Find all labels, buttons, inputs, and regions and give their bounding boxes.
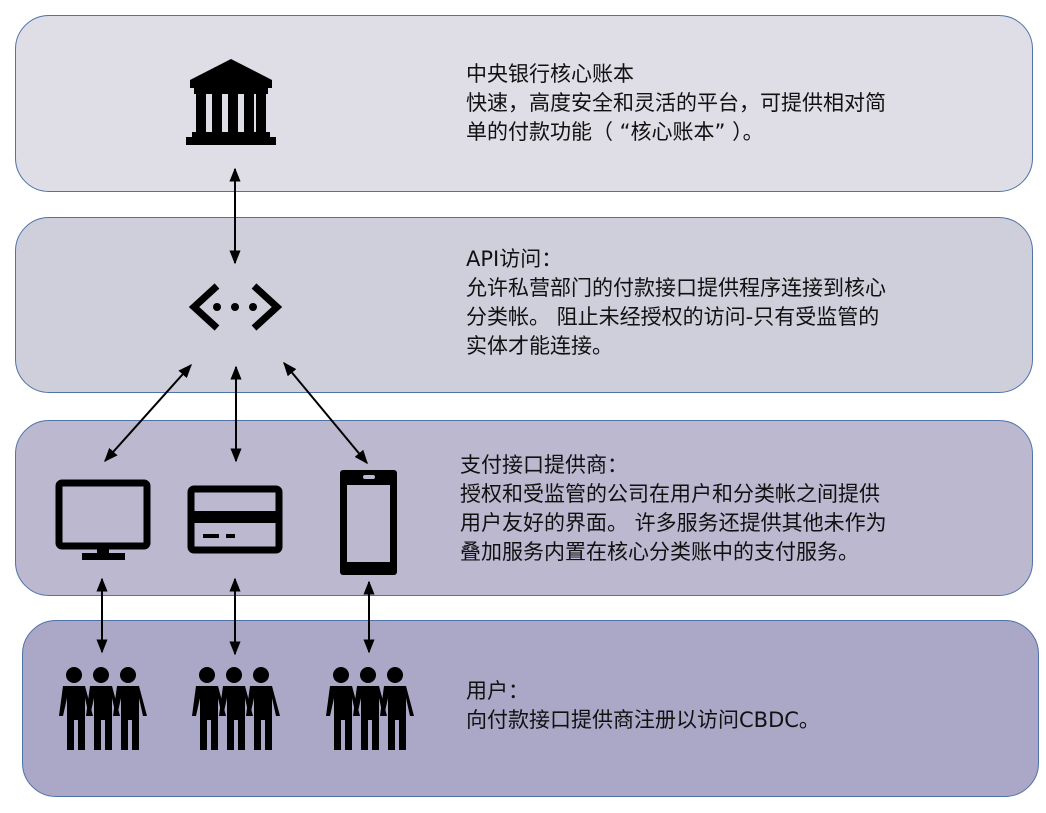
bank-icon [186,59,276,145]
layer-text-line: 授权和受监管的公司在用户和分类帐之间提供 [460,482,880,506]
layer-text-line: 单的付款功能（ “核心账本” ）。 [466,120,764,144]
layer-title: 中央银行核心账本 [466,62,634,86]
smartphone-icon [340,470,397,575]
layer-text-line: 叠加服务内置在核心分类账中的支付服务。 [460,540,859,564]
layer-title: 支付接口提供商： [460,453,628,477]
layer-text-line: 允许私营部门的付款接口提供程序连接到核心 [466,276,886,300]
layer-text-line: 分类帐。 阻止未经授权的访问-只有受监管的 [466,305,880,329]
users-layer [22,620,1039,797]
api-icon [188,283,283,331]
api-access-layer [15,217,1033,393]
users-group-icon [326,667,414,750]
layer-text-line: 快速，高度安全和灵活的平台，可提供相对简 [466,91,886,115]
layer-text-line: 向付款接口提供商注册以访问CBDC。 [466,708,820,732]
users-description: 用户： 向付款接口提供商注册以访问CBDC。 [466,677,820,735]
payment-provider-description: 支付接口提供商： 授权和受监管的公司在用户和分类帐之间提供 用户友好的界面。 许… [460,451,887,567]
credit-card-icon [187,485,283,554]
users-group-icon [192,667,280,750]
arrow-api-phone [283,361,368,465]
arrow-api-monitor [104,363,192,463]
api-access-description: API访问： 允许私营部门的付款接口提供程序连接到核心 分类帐。 阻止未经授权的… [466,245,886,361]
central-bank-description: 中央银行核心账本 快速，高度安全和灵活的平台，可提供相对简 单的付款功能（ “核… [466,60,886,147]
layer-title: 用户： [466,679,529,703]
layer-text-line: 实体才能连接。 [466,334,613,358]
layer-title: API访问： [466,247,563,271]
monitor-icon [55,479,151,560]
users-group-icon [59,667,147,750]
central-bank-ledger-layer [15,15,1033,192]
layer-text-line: 用户友好的界面。 许多服务还提供其他未作为 [460,511,887,535]
